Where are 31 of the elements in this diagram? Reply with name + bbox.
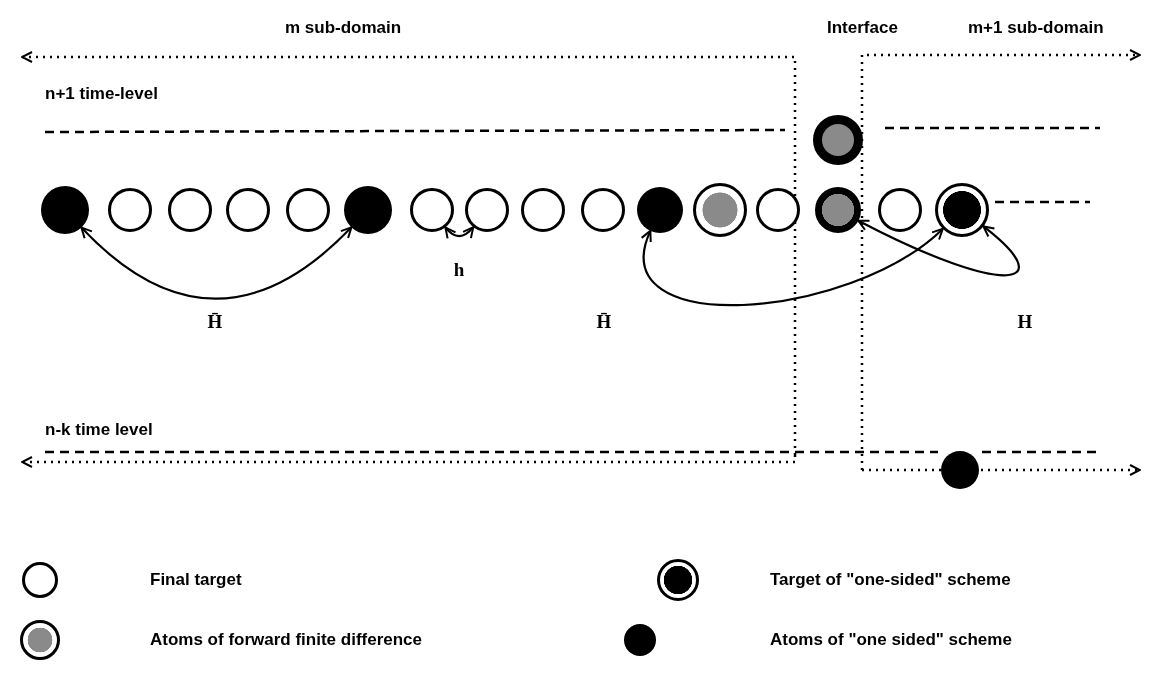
legend-text: Final target bbox=[150, 570, 242, 590]
curved-arrow bbox=[641, 227, 944, 306]
domain-title: Interface bbox=[827, 18, 898, 38]
filled-atom-circle bbox=[637, 187, 683, 233]
open-target-circle bbox=[226, 188, 270, 232]
curved-arrow bbox=[444, 226, 475, 240]
legend-text: Atoms of forward finite difference bbox=[150, 630, 423, 650]
ringed-filled-circle bbox=[935, 183, 989, 237]
legend-text: Atoms of "one sided" scheme bbox=[770, 630, 1012, 650]
time-level-label: n+1 time-level bbox=[45, 84, 158, 104]
shaded-ring-circle bbox=[815, 187, 861, 233]
shaded-ring-circle bbox=[813, 115, 863, 165]
open-target-circle bbox=[410, 188, 454, 232]
open-target-circle bbox=[521, 188, 565, 232]
open-target-circle bbox=[286, 188, 330, 232]
open-target-circle bbox=[581, 188, 625, 232]
open-target-circle bbox=[756, 188, 800, 232]
curved-arrow bbox=[80, 226, 353, 300]
time-level-label: n-k time level bbox=[45, 420, 153, 440]
filled-atom-circle bbox=[41, 186, 89, 234]
curved-arrow bbox=[857, 219, 1020, 277]
domain-title: m+1 sub-domain bbox=[968, 18, 1104, 38]
open-target-circle bbox=[878, 188, 922, 232]
shaded-ring-circle bbox=[693, 183, 747, 237]
legend-text: Target of "one-sided" scheme bbox=[770, 570, 1011, 590]
open-target-circle bbox=[108, 188, 152, 232]
domain-title: m sub-domain bbox=[285, 18, 402, 38]
open-target-circle bbox=[465, 188, 509, 232]
filled-atom-circle bbox=[941, 451, 979, 489]
filled-atom-circle bbox=[344, 186, 392, 234]
open-target-circle bbox=[168, 188, 212, 232]
